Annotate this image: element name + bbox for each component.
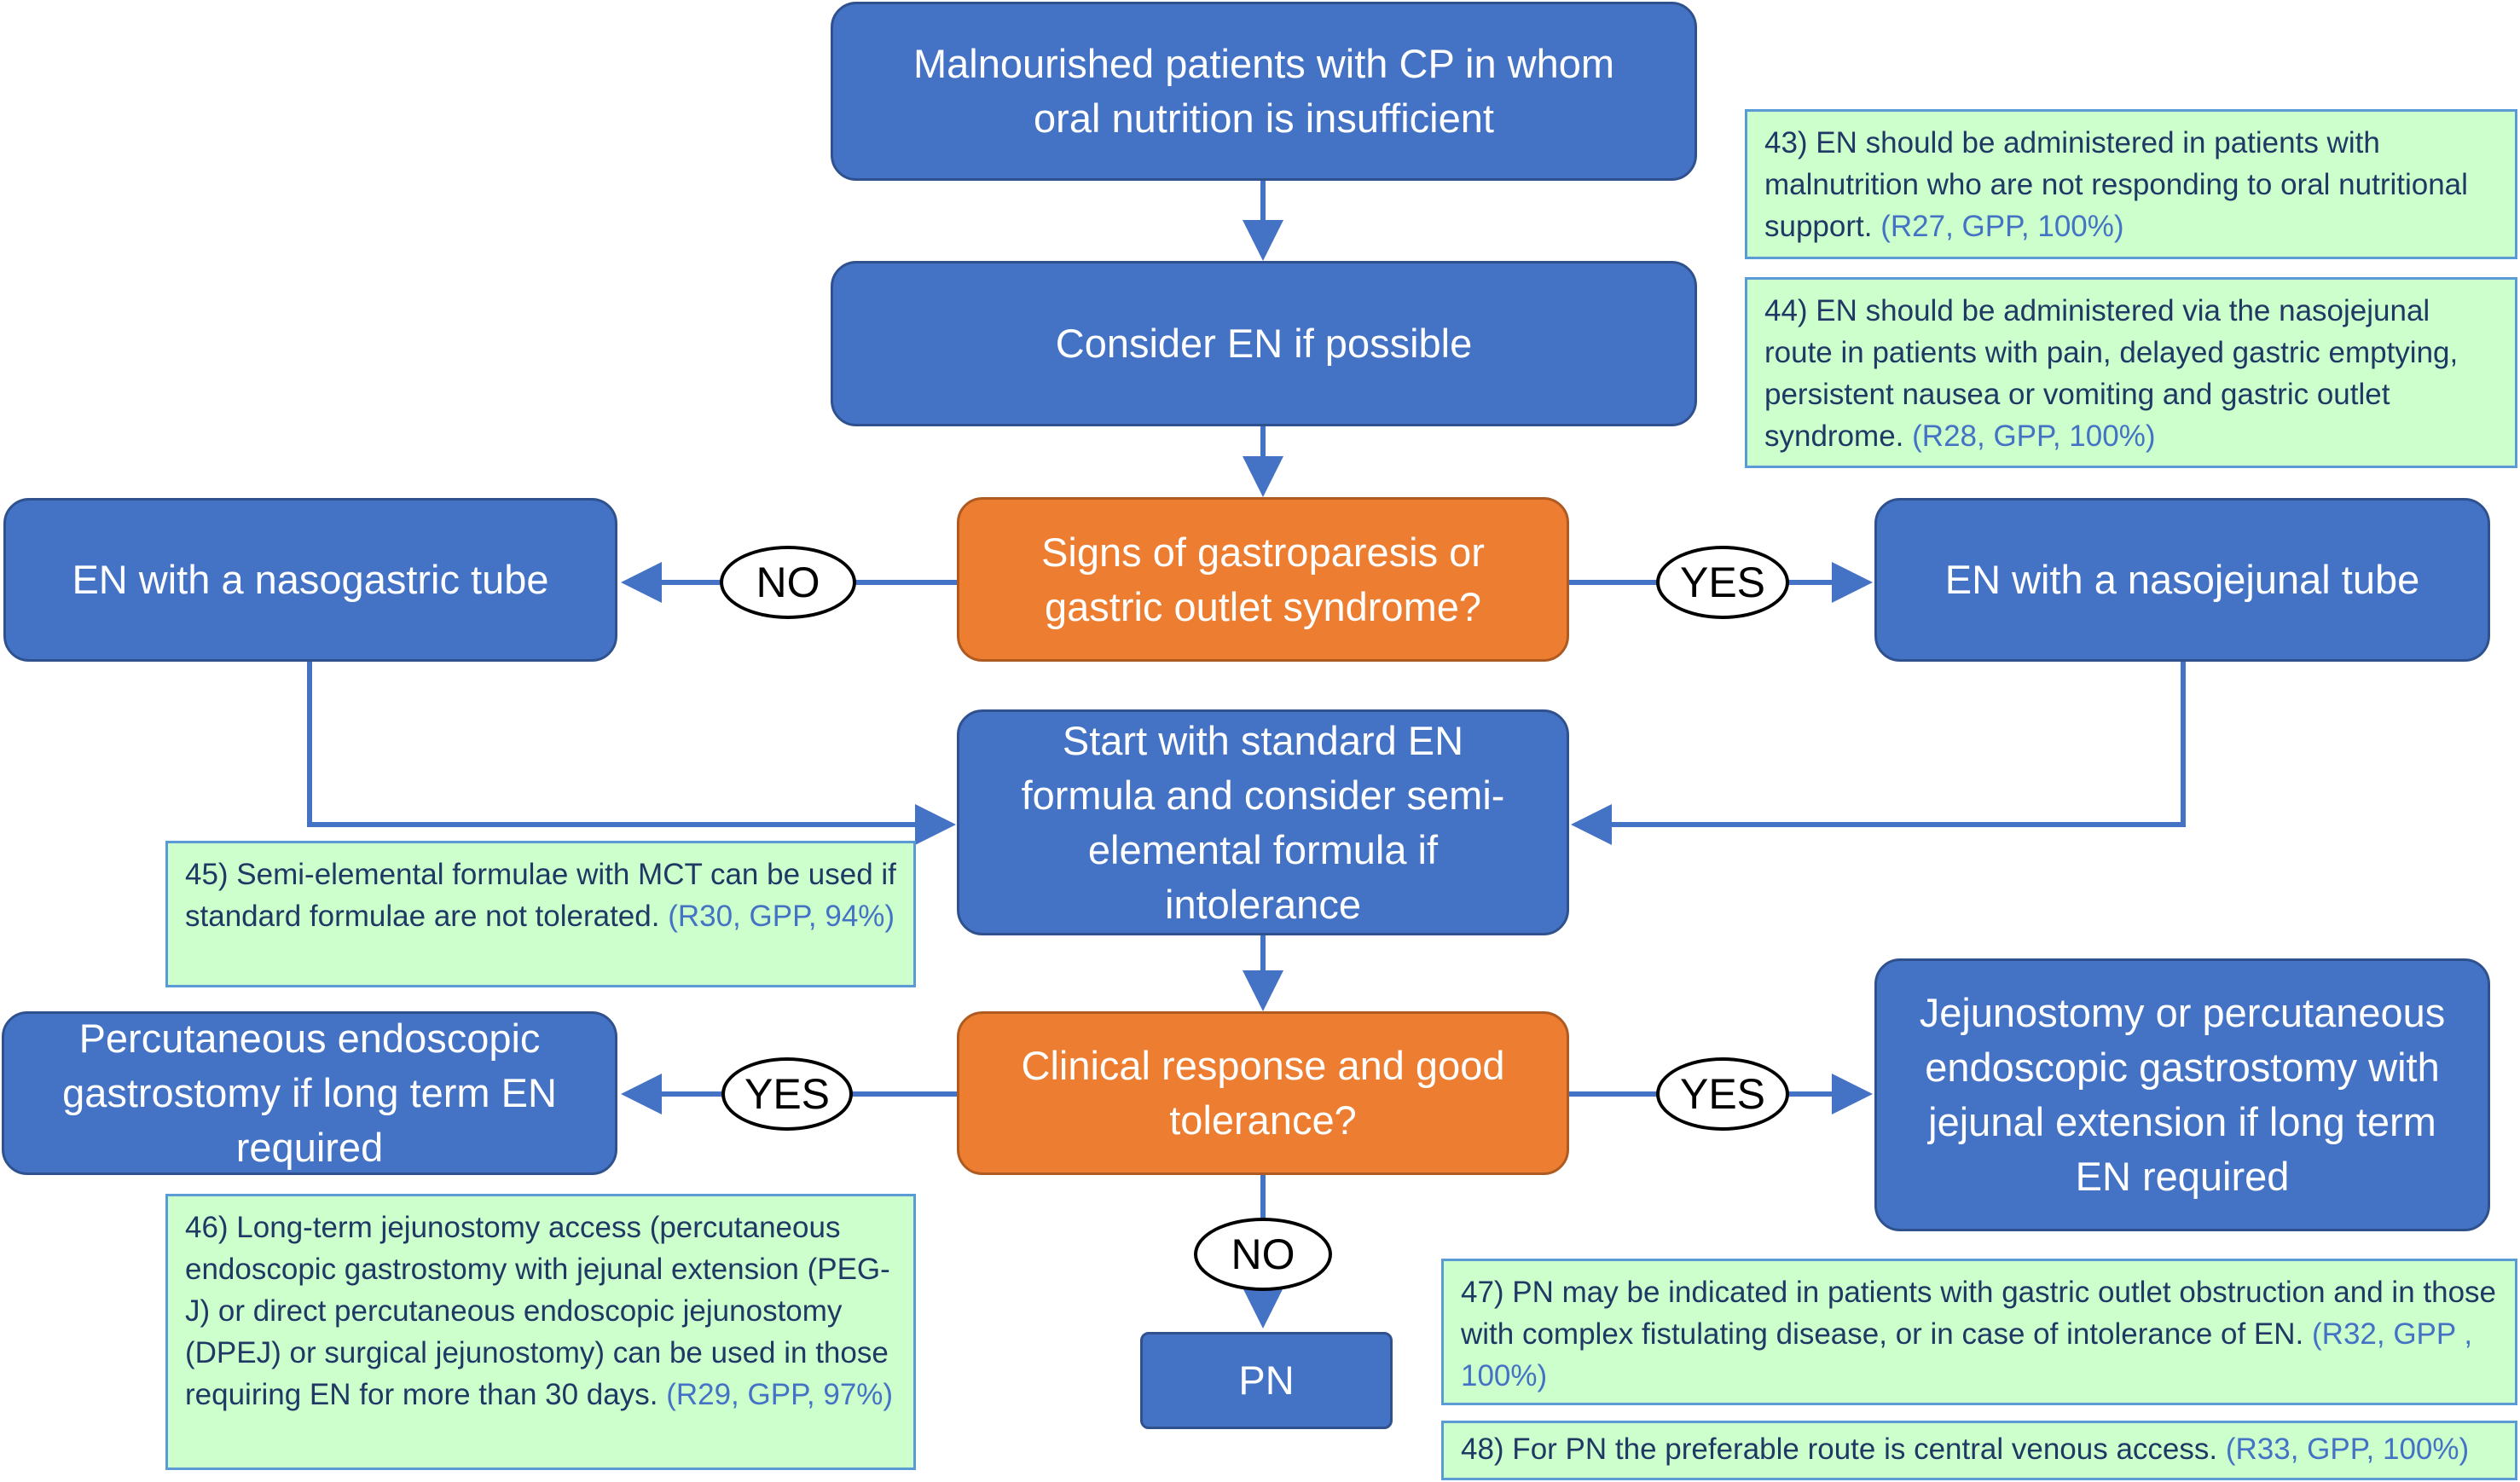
no-label-left: NO [720, 546, 856, 619]
no-label-down: NO [1194, 1218, 1332, 1291]
recommendation-reference: (R29, GPP, 97%) [666, 1378, 894, 1411]
consider-en-node: Consider EN if possible [831, 261, 1697, 426]
recommendation-45-note: 45) Semi-elemental formulae with MCT can… [165, 841, 916, 987]
yes-label-left: YES [721, 1057, 853, 1131]
recommendation-text: 46) Long-term jejunostomy access (percut… [185, 1211, 890, 1411]
recommendation-43-note: 43) EN should be administered in patient… [1745, 109, 2517, 259]
recommendation-reference: (R30, GPP, 94%) [668, 900, 895, 933]
recommendation-reference: (R27, GPP, 100%) [1880, 210, 2124, 243]
yes-label-right-lower: YES [1656, 1057, 1789, 1131]
recommendation-text: 44) EN should be administered via the na… [1764, 294, 2459, 453]
nasogastric-tube-node: EN with a nasogastric tube [3, 498, 617, 662]
standard-formula-node: Start with standard EN formula and consi… [957, 709, 1569, 935]
clinical-response-decision-node: Clinical response and good tolerance? [957, 1011, 1569, 1175]
recommendation-text: 45) Semi-elemental formulae with MCT can… [185, 858, 896, 933]
recommendation-48-note: 48) For PN the preferable route is centr… [1441, 1421, 2517, 1480]
recommendation-text: 48) For PN the preferable route is centr… [1461, 1433, 2218, 1466]
recommendation-44-note: 44) EN should be administered via the na… [1745, 277, 2517, 468]
nasojejunal-tube-node: EN with a nasojejunal tube [1874, 498, 2490, 662]
recommendation-reference: (R28, GPP, 100%) [1912, 420, 2156, 453]
recommendation-46-note: 46) Long-term jejunostomy access (percut… [165, 1194, 916, 1470]
malnourished-patients-node: Malnourished patients with CP in whom or… [831, 2, 1697, 181]
yes-label-right-upper: YES [1656, 546, 1789, 619]
recommendation-text: 43) EN should be administered in patient… [1764, 126, 2468, 243]
arrow-nasogastric-to-standard [307, 662, 956, 845]
recommendation-reference: (R33, GPP, 100%) [2225, 1433, 2470, 1466]
gastroparesis-decision-node: Signs of gastroparesis or gastric outlet… [957, 497, 1569, 662]
pn-node: PN [1140, 1332, 1393, 1429]
recommendation-reference: (R32, GPP , 100%) [1461, 1317, 2473, 1392]
arrow-nasojejunal-to-standard [1571, 662, 2186, 845]
jejunostomy-node: Jejunostomy or percutaneous endoscopic g… [1874, 958, 2490, 1231]
recommendation-text: 47) PN may be indicated in patients with… [1461, 1276, 2497, 1351]
peg-node: Percutaneous endoscopic gastrostomy if l… [2, 1011, 617, 1175]
recommendation-47-note: 47) PN may be indicated in patients with… [1441, 1259, 2517, 1405]
